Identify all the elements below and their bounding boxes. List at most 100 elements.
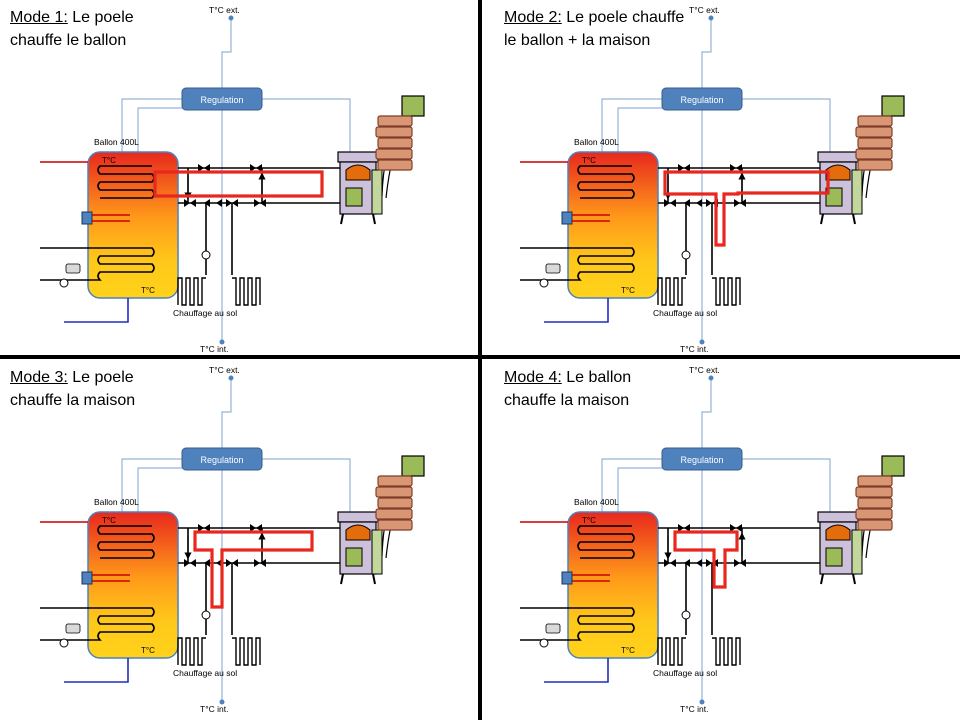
log-pile-icon <box>375 115 413 171</box>
tank-top-temp-label: T°C <box>582 516 596 525</box>
ext-sensor-dot <box>228 375 234 381</box>
expansion-vessel <box>65 263 81 274</box>
mode-label: Mode 4: <box>504 369 562 386</box>
regulation-label: Regulation <box>680 455 723 465</box>
cold-water-pipe <box>64 298 129 323</box>
electric-heater <box>81 211 93 225</box>
distribution-pipes <box>178 527 340 635</box>
ext-temp-label: T°C ext. <box>209 5 240 15</box>
storage-tank <box>567 151 659 299</box>
active-flow-loop <box>153 170 324 198</box>
horizontal-divider <box>0 355 960 359</box>
regulation-label: Regulation <box>200 95 243 105</box>
int-sensor-dot <box>219 339 225 345</box>
lower-coil <box>40 607 155 641</box>
active-flow-loop <box>193 530 314 609</box>
tank-top-temp-label: T°C <box>582 156 596 165</box>
floor-heating-label: Chauffage au sol <box>653 308 717 318</box>
valve-markers <box>184 164 266 207</box>
tank-bottom-temp-label: T°C <box>621 646 635 655</box>
storage-tank <box>567 511 659 659</box>
regulation-box <box>181 87 263 111</box>
floor-pump-icon <box>681 250 691 260</box>
mode-label: Mode 2: <box>504 9 562 26</box>
panel-mode-2: Mode 2: Le poele chauffe le ballon + la … <box>480 0 960 360</box>
tank-bottom-temp-label: T°C <box>141 286 155 295</box>
int-sensor-dot <box>699 699 705 705</box>
upper-coil <box>97 525 155 559</box>
tank-label: Ballon 400L <box>94 497 139 507</box>
circulator-pump-icon <box>59 638 69 648</box>
panel-title: Mode 4: Le ballon chauffe la maison <box>504 366 631 412</box>
upper-coil <box>577 165 635 199</box>
log-pile-icon <box>375 475 413 531</box>
mode-label: Mode 1: <box>10 9 68 26</box>
int-temp-label: T°C int. <box>200 704 228 714</box>
int-temp-label: T°C int. <box>200 344 228 354</box>
title-line-2: chauffe le ballon <box>10 32 127 49</box>
lower-coil <box>520 607 635 641</box>
ext-temp-label: T°C ext. <box>209 365 240 375</box>
wood-stove-icon <box>337 455 425 585</box>
tank-label: Ballon 400L <box>94 137 139 147</box>
title-line-2: chauffe la maison <box>504 392 630 409</box>
int-sensor-dot <box>699 339 705 345</box>
title-text: Le poele <box>67 369 134 386</box>
heating-schematic: T°C ext. T°C int. Regulation Ballon 400L… <box>520 5 905 354</box>
title-line-2: chauffe la maison <box>10 392 136 409</box>
regulation-box <box>181 447 263 471</box>
ext-temp-label: T°C ext. <box>689 5 720 15</box>
circulator-pump-icon <box>59 278 69 288</box>
regulation-label: Regulation <box>680 95 723 105</box>
expansion-vessel <box>65 623 81 634</box>
log-pile-icon <box>855 475 893 531</box>
floor-heating-coil-left <box>177 277 206 306</box>
panel-mode-3: Mode 3: Le poele chauffe la maison <box>0 360 480 720</box>
floor-pump-icon <box>681 610 691 620</box>
panel-mode-4: Mode 4: Le ballon chauffe la maison <box>480 360 960 720</box>
distribution-pipes <box>658 527 820 635</box>
upper-coil <box>577 525 635 559</box>
panel-mode-1: Mode 1: Le poele chauffe le ballon <box>0 0 480 360</box>
floor-heating-coil-left <box>657 637 686 666</box>
active-flow-loop <box>673 530 739 589</box>
floor-heating-label: Chauffage au sol <box>173 668 237 678</box>
floor-heating-coil-right <box>712 637 741 666</box>
panel-title: Mode 1: Le poele chauffe le ballon <box>10 6 134 52</box>
cold-water-pipe <box>544 298 609 323</box>
expansion-vessel <box>545 263 561 274</box>
storage-tank <box>87 511 179 659</box>
floor-heating-coil-right <box>712 277 741 306</box>
electric-heater <box>81 571 93 585</box>
floor-heating-coil-left <box>657 277 686 306</box>
electric-heater <box>561 211 573 225</box>
floor-heating-coil-right <box>232 277 261 306</box>
title-line-2: le ballon + la maison <box>504 32 651 49</box>
active-flow-path <box>663 170 830 247</box>
title-text: Le poele <box>67 9 134 26</box>
active-flow-path <box>193 530 314 609</box>
regulation-box <box>661 87 743 111</box>
log-pile-icon <box>855 115 893 171</box>
tank-bottom-temp-label: T°C <box>141 646 155 655</box>
panel-title: Mode 3: Le poele chauffe la maison <box>10 366 135 412</box>
regulation-box <box>661 447 743 471</box>
distribution-pipes <box>178 167 340 275</box>
regulation-label: Regulation <box>200 455 243 465</box>
ext-sensor-dot <box>228 15 234 21</box>
cold-water-pipe <box>544 658 609 683</box>
int-temp-label: T°C int. <box>680 704 708 714</box>
circulator-pump-icon <box>539 638 549 648</box>
heating-schematic: T°C ext. T°C int. Regulation Ballon 400L… <box>40 5 425 354</box>
lower-coil <box>40 247 155 281</box>
circulator-pump-icon <box>539 278 549 288</box>
cold-water-pipe <box>64 658 129 683</box>
ext-sensor-dot <box>708 15 714 21</box>
tank-top-temp-label: T°C <box>102 156 116 165</box>
electric-heater <box>561 571 573 585</box>
ext-sensor-dot <box>708 375 714 381</box>
floor-heating-coil-right <box>232 637 261 666</box>
floor-heating-coil-left <box>177 637 206 666</box>
int-sensor-dot <box>219 699 225 705</box>
